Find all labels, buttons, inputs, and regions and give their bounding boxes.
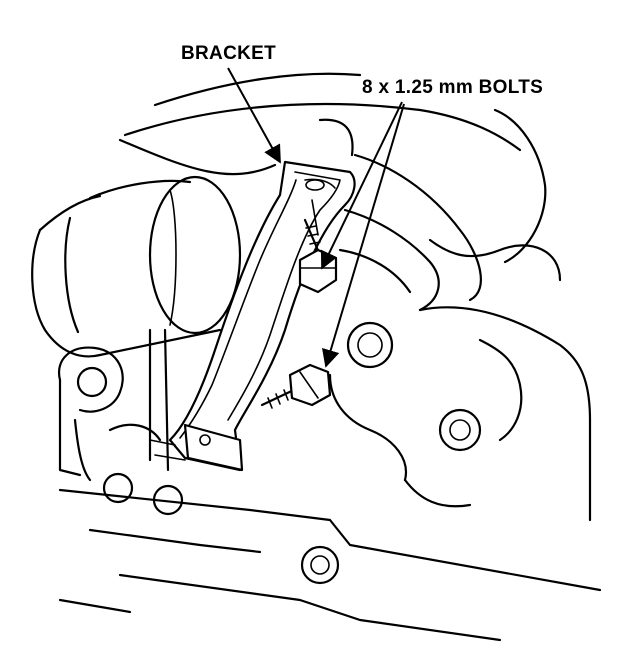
- bracket-arrow: [227, 67, 281, 164]
- lower-bolt: [260, 363, 332, 409]
- lower-bolt-arrow: [321, 103, 405, 368]
- leader-arrows: [227, 67, 405, 368]
- cylinder-housing: [31, 175, 242, 358]
- bracket-label: BRACKET: [181, 43, 276, 64]
- bracket: [149, 160, 356, 472]
- engine-block: [57, 72, 602, 642]
- upper-bolt-arrow: [320, 101, 403, 270]
- bolts-label: 8 x 1.25 mm BOLTS: [362, 77, 544, 98]
